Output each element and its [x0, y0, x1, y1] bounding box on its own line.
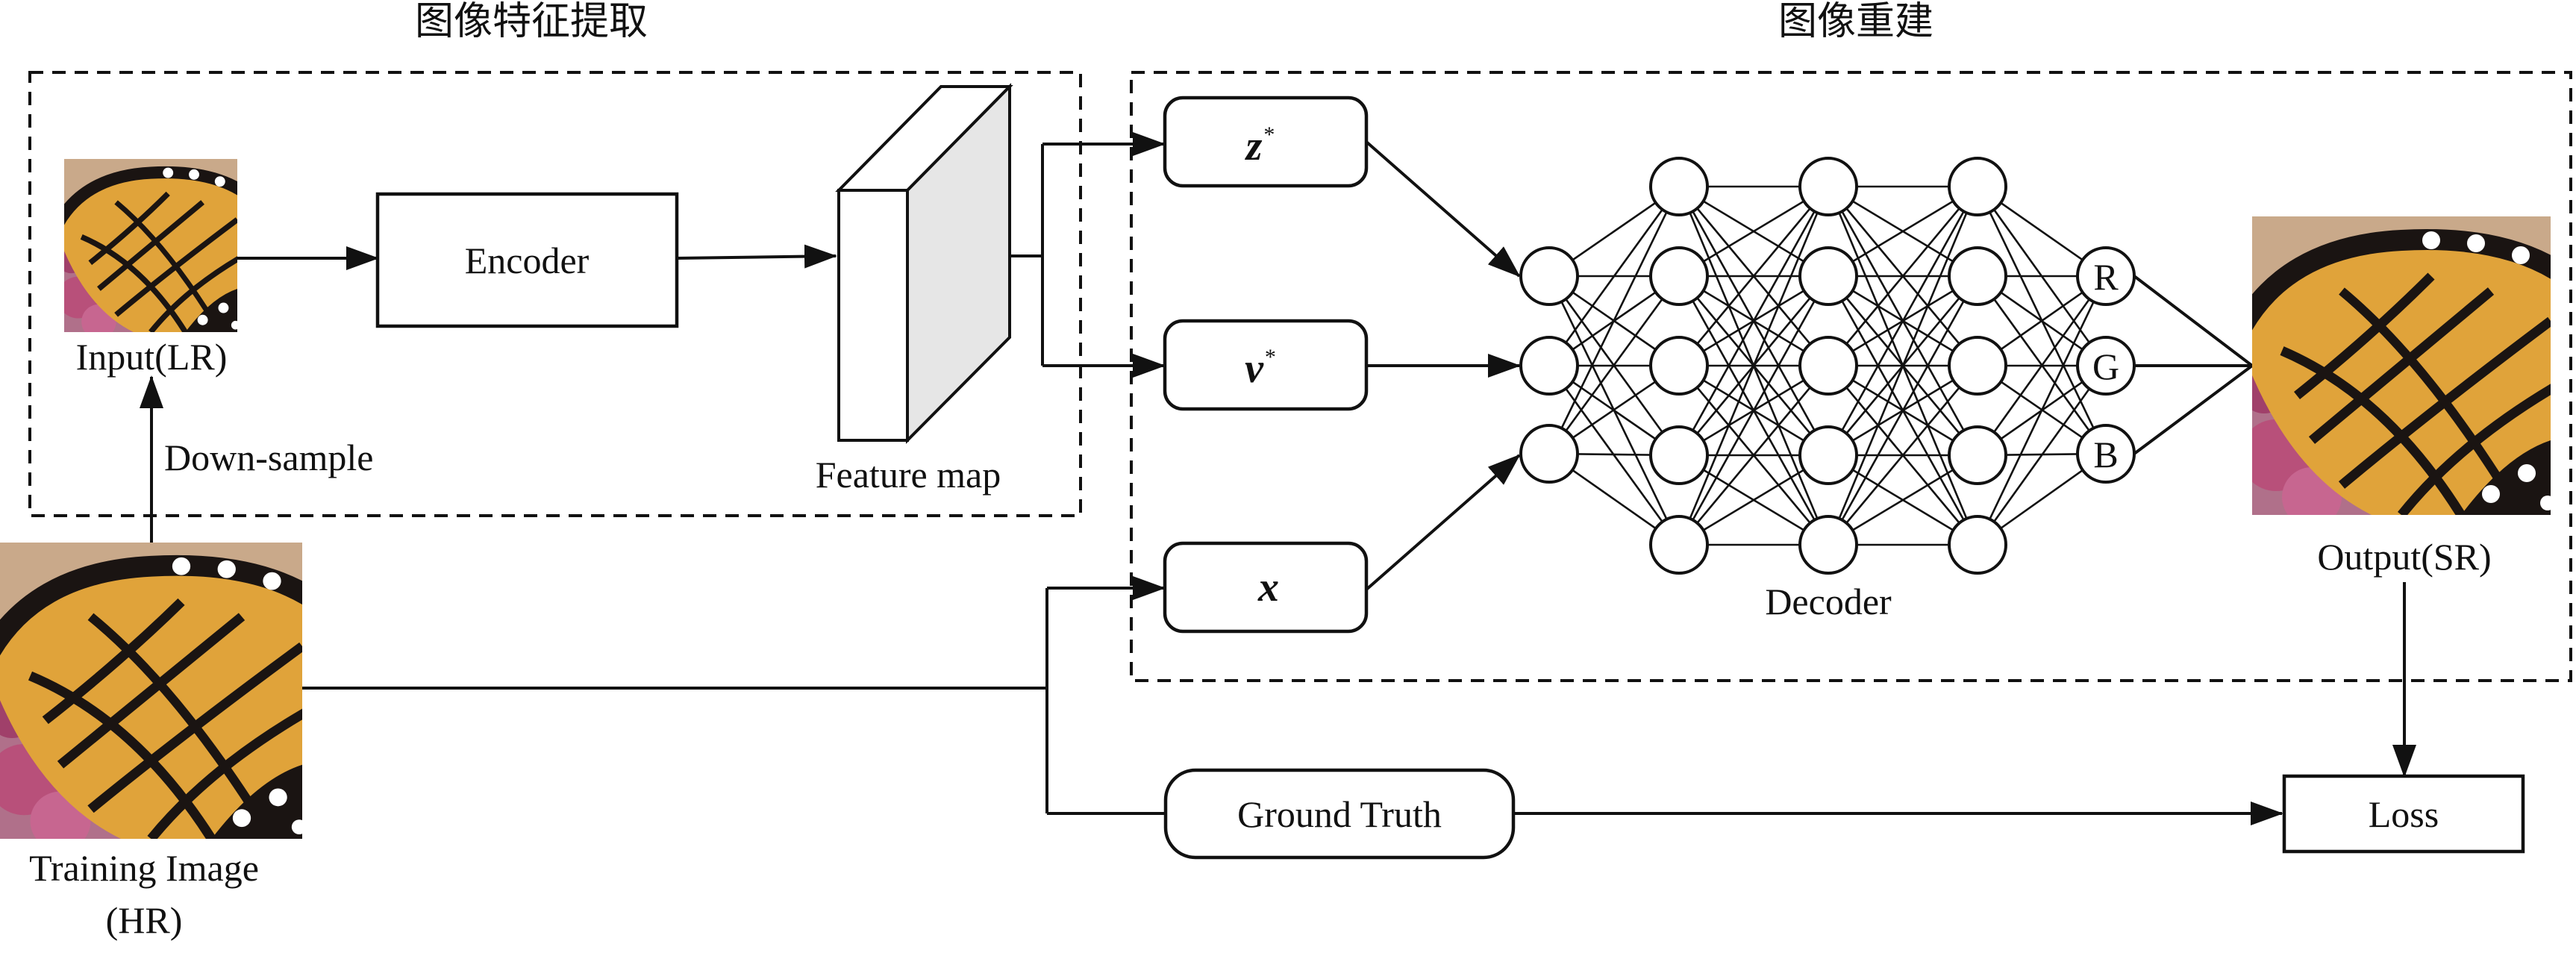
v-star-label: v* — [1245, 345, 1276, 392]
decoder-hidden-node — [1649, 246, 1709, 306]
decoder-edge — [1678, 275, 1830, 546]
decoder-hidden-node — [1948, 336, 2007, 396]
feature-map-label: Feature map — [816, 454, 1001, 496]
z-to-decoder-arrow — [1365, 140, 1521, 278]
decoder-hidden-node — [1948, 515, 2007, 575]
input-lr-image — [55, 159, 246, 339]
decoder-hidden-node — [1948, 157, 2007, 216]
loss-label: Loss — [2369, 793, 2439, 835]
input-lr-label: Input(LR) — [76, 336, 228, 378]
r-to-output-line — [2133, 275, 2254, 367]
output-sr-label: Output(SR) — [2317, 536, 2491, 578]
featuremap-branch-up — [1010, 144, 1044, 257]
output-channel-b: B — [2076, 424, 2136, 484]
encoder-block — [375, 192, 679, 328]
decoder-input-node — [1519, 424, 1579, 484]
decoder-hidden-node — [1649, 515, 1709, 575]
training-image — [0, 543, 317, 851]
decoder-hidden-node — [1798, 425, 1858, 485]
feature-map-block — [835, 83, 1013, 444]
svg-text:G: G — [2092, 346, 2119, 387]
decoder-edge — [1678, 186, 1830, 546]
decoder-label: Decoder — [1765, 581, 1892, 622]
ground-truth-label: Ground Truth — [1237, 793, 1442, 835]
x-to-decoder-arrow — [1365, 454, 1521, 591]
output-sr-image — [2237, 216, 2566, 527]
reconstruction-frame — [1130, 71, 2572, 682]
decoder-edge — [1827, 186, 1979, 546]
decoder-edge — [1976, 365, 2107, 546]
decoder-hidden-node — [1798, 157, 1858, 216]
decoder-hidden-node — [1798, 515, 1858, 575]
feature-extraction-title: 图像特征提取 — [415, 0, 648, 44]
training-image-label: Training Image — [29, 847, 259, 889]
decoder-hidden-node — [1948, 246, 2007, 306]
down-sample-label: Down-sample — [164, 437, 374, 478]
decoder-edge — [1827, 275, 1979, 546]
reconstruction-title: 图像重建 — [1778, 0, 1933, 44]
svg-text:B: B — [2093, 434, 2118, 475]
decoder-edge — [1678, 186, 1829, 366]
decoder-input-node — [1519, 246, 1579, 306]
decoder-hidden-node — [1948, 425, 2007, 485]
output-channel-r: R — [2076, 246, 2136, 306]
decoder-edge — [1548, 186, 1681, 454]
decoder-network — [1519, 157, 2007, 575]
decoder-edge — [1976, 275, 2107, 456]
training-image-hr-label: (HR) — [106, 899, 183, 941]
decoder-edge — [1827, 186, 1979, 456]
decoder-hidden-node — [1649, 425, 1709, 485]
decoder-edge — [1548, 186, 1681, 366]
decoder-input-node — [1519, 336, 1579, 396]
decoder-edge — [1828, 365, 1978, 546]
encoder-label: Encoder — [465, 240, 590, 281]
loss-box — [2282, 774, 2525, 854]
x-label: x — [1257, 564, 1279, 610]
svg-text:R: R — [2093, 256, 2119, 298]
decoder-hidden-node — [1649, 157, 1709, 216]
decoder-hidden-node — [1649, 336, 1709, 396]
decoder-hidden-node — [1798, 246, 1858, 306]
decoder-edge — [1828, 186, 1978, 366]
decoder-hidden-node — [1798, 336, 1858, 396]
decoder-edge — [1548, 275, 1681, 454]
z-star-label: z* — [1245, 122, 1275, 169]
decoder-edge — [1678, 186, 1830, 456]
feature-extraction-frame — [28, 71, 1082, 517]
decoder-edge — [1678, 365, 1829, 546]
encoder-to-featuremap-arrow — [676, 244, 837, 269]
output-channel-g: G — [2076, 336, 2136, 396]
b-to-output-line — [2133, 364, 2254, 455]
decoder-edge — [1976, 275, 2107, 546]
